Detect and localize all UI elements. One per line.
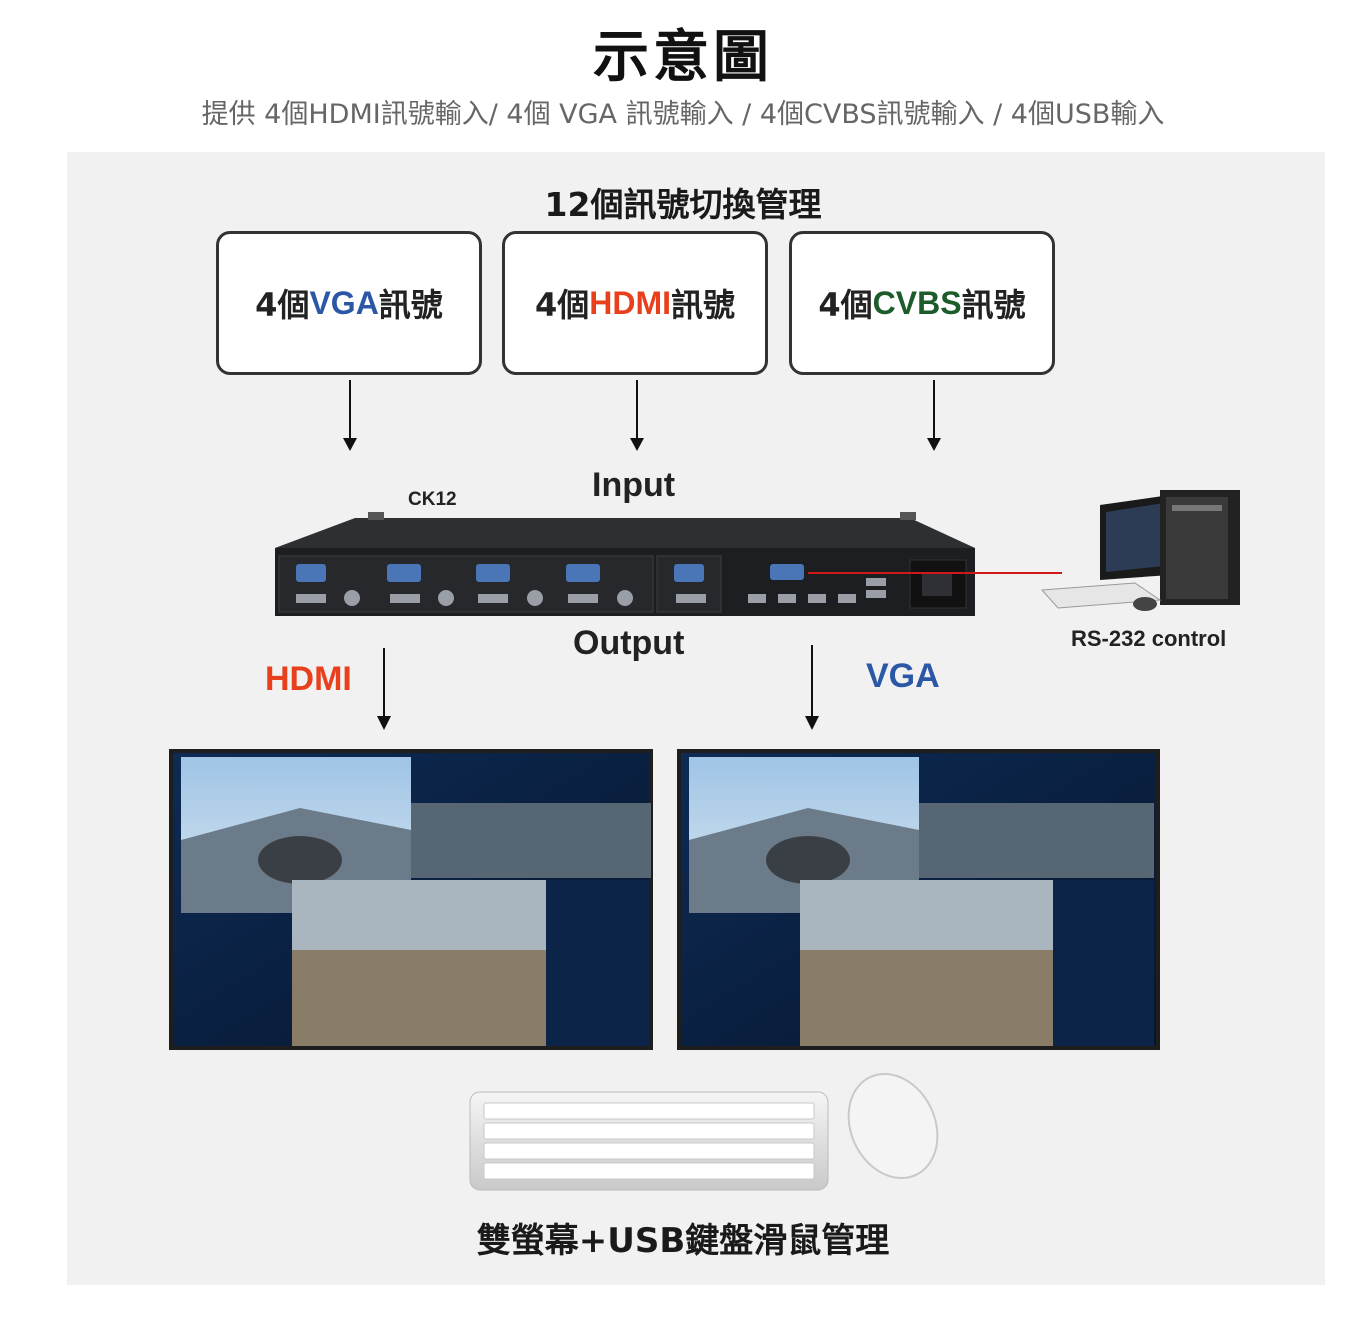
device-name: CK12 bbox=[408, 489, 457, 510]
monitor-icon bbox=[677, 749, 1160, 1050]
desktop-computer-icon bbox=[1040, 490, 1240, 611]
signal-count: 4個 bbox=[255, 286, 310, 324]
mouse-icon bbox=[847, 1072, 939, 1180]
diagram-heading: 12個訊號切換管理 bbox=[544, 185, 822, 224]
rs232-label: RS-232 control bbox=[1071, 626, 1227, 651]
signal-count: 4個 bbox=[534, 286, 590, 324]
down-arrow-icon bbox=[927, 380, 941, 451]
output-label: Output bbox=[573, 624, 685, 662]
switcher-device-icon bbox=[275, 512, 975, 616]
vga-output-label: VGA bbox=[866, 657, 940, 695]
signal-count: 4個 bbox=[818, 286, 873, 324]
input-label: Input bbox=[592, 466, 676, 504]
signal-type: VGA bbox=[309, 284, 379, 321]
page-subtitle: 提供 4個HDMI訊號輸入/ 4個 VGA 訊號輸入 / 4個CVBS訊號輸入 … bbox=[201, 99, 1165, 130]
signal-type: HDMI bbox=[589, 284, 672, 321]
hdmi-output-label: HDMI bbox=[265, 660, 352, 698]
keyboard-icon bbox=[469, 1091, 829, 1191]
down-arrow-icon bbox=[343, 380, 357, 451]
monitor-icon bbox=[169, 749, 653, 1050]
down-arrow-icon bbox=[805, 645, 819, 730]
signal-suffix: 訊號 bbox=[961, 286, 1026, 324]
signal-suffix: 訊號 bbox=[378, 286, 443, 324]
page-title: 示意圖 bbox=[593, 25, 773, 90]
signal-type: CVBS bbox=[872, 284, 962, 321]
down-arrow-icon bbox=[377, 648, 391, 730]
down-arrow-icon bbox=[630, 380, 644, 451]
signal-suffix: 訊號 bbox=[671, 286, 736, 324]
bottom-caption: 雙螢幕+USB鍵盤滑鼠管理 bbox=[476, 1221, 890, 1261]
